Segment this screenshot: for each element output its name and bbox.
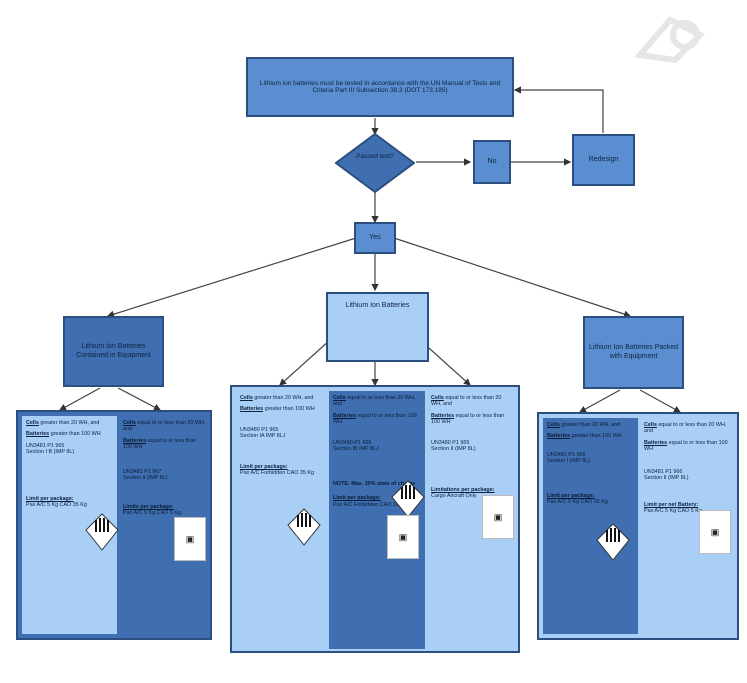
cells-title: Cells bbox=[240, 395, 253, 401]
class-text: UN3481 P1 967 Section II (IMP 8L) bbox=[123, 468, 168, 482]
center-panel: Cells greater than 20 WH, and Batteries … bbox=[230, 385, 520, 653]
branch-batteries: Lithium Ion Batteries bbox=[326, 292, 429, 362]
decision-diamond: Passed test? bbox=[334, 132, 416, 194]
class-text: UN3481 P1 965 Section I B (IMP 8L) bbox=[26, 442, 75, 456]
limits-title: Limit per package: bbox=[26, 495, 74, 502]
redesign-text: Redesign bbox=[588, 155, 619, 163]
batt-title: Batteries bbox=[26, 431, 50, 438]
batt-title: Batteries bbox=[333, 412, 357, 419]
limits-title: Limits per package: bbox=[123, 503, 174, 510]
lithium-battery-mark-icon: ▣ bbox=[482, 495, 514, 539]
no-text: No bbox=[487, 157, 497, 165]
class-9-hazard-icon bbox=[85, 513, 119, 551]
branch-center-text: Lithium Ion Batteries bbox=[345, 302, 410, 309]
watermark-logo-icon bbox=[634, 16, 706, 64]
cells-title: Cells bbox=[547, 422, 560, 428]
branch-contained-in-equipment: Lithium Ion Batteries Contained in Equip… bbox=[63, 316, 164, 387]
cells-text: equal to or less than 20 WH, and bbox=[644, 422, 727, 435]
center-col-1: Cells greater than 20 WH, and Batteries … bbox=[236, 391, 327, 649]
batt-text: equal to or less than 100 WH bbox=[333, 412, 417, 426]
cells-text: equal to or less than 20 WH, and bbox=[431, 395, 502, 408]
limits-text: Pax A/C 5 Kg CAO 35 Kg bbox=[547, 499, 608, 506]
right-col-1: Cells greater than 20 WH, and Batteries … bbox=[543, 418, 638, 634]
note-text: NOTE: Max. 30% state of charge bbox=[333, 480, 416, 487]
diamond-shape bbox=[334, 132, 416, 194]
limits-title: Limit per package: bbox=[333, 495, 381, 502]
branch-left-text: Lithium Ion Batteries Contained in Equip… bbox=[76, 343, 151, 359]
limits-title: Limit per package: bbox=[240, 463, 288, 470]
class-text: UN3481 P1 966 Section II (IMP 8L) bbox=[644, 468, 689, 482]
limits-text: Cargo Aircraft Only bbox=[431, 493, 477, 500]
cells-title: Cells bbox=[26, 420, 39, 426]
batt-title: Batteries bbox=[644, 439, 668, 446]
class-9-hazard-icon bbox=[287, 508, 321, 546]
cells-text: equal to or less than 20 WH, and bbox=[333, 395, 416, 408]
class-text: UN3480 P1 965 Section IB IMP 8LJ bbox=[333, 439, 379, 453]
lithium-battery-mark-icon: ▣ bbox=[174, 517, 206, 561]
batt-text: equal to or less than 100 WH bbox=[123, 437, 197, 451]
limits-title: Limit per package: bbox=[547, 492, 595, 499]
limits-title: Limit per net Battery: bbox=[644, 501, 699, 508]
batt-text: equal to or less than 100 WH bbox=[644, 439, 728, 453]
yes-text: Yes bbox=[369, 233, 381, 241]
class-text: UN3480 P1 965 Section II (IMP 8L) bbox=[431, 439, 476, 453]
limits-text: Pax A/C Forbidden CAO 35 Kg bbox=[240, 470, 315, 477]
class-9-hazard-icon bbox=[391, 480, 425, 518]
requirement-box: Lithium ion batteries must be tested in … bbox=[246, 57, 514, 117]
batt-text: equal to or less than 100 WH bbox=[431, 412, 505, 426]
cells-title: Cells bbox=[333, 395, 346, 401]
center-col-3: Cells equal to or less than 20 WH, and B… bbox=[427, 391, 516, 649]
left-col-2: Cells equal to or less than 20 WH, and B… bbox=[119, 416, 210, 634]
lithium-battery-mark-icon: ▣ bbox=[387, 515, 419, 559]
cells-title: Cells bbox=[644, 422, 657, 428]
batt-title: Batteries bbox=[547, 433, 571, 440]
branch-packed-with-equipment: Lithium Ion Batteries Packed with Equipm… bbox=[583, 316, 684, 389]
yes-box: Yes bbox=[354, 222, 396, 254]
requirement-text: Lithium ion batteries must be tested in … bbox=[259, 79, 501, 94]
right-col-2: Cells equal to or less than 20 WH, and B… bbox=[640, 418, 737, 634]
cells-text: equal to or less than 20 WH, and bbox=[123, 420, 206, 433]
limits-text: Pax A/C 5 Kg CAO 5 Kg bbox=[644, 508, 702, 515]
cells-text: greater than 20 WH, and bbox=[40, 420, 100, 426]
limits-text: Pax A/C Forbidden CAO 10 Kg bbox=[333, 501, 408, 508]
class-text: UN3480 P1 965 Section IA IMP 8LJ bbox=[240, 426, 286, 440]
batt-title: Batteries bbox=[431, 412, 455, 419]
class-9-hazard-icon bbox=[596, 523, 630, 561]
batt-title: Batteries bbox=[123, 437, 147, 444]
batt-title: Batteries bbox=[240, 406, 264, 413]
batt-text: greater than 100 WH bbox=[264, 406, 315, 413]
cells-text: greater than 20 WH, and bbox=[561, 422, 621, 428]
cells-title: Cells bbox=[431, 395, 444, 401]
class-text: UN3481 P1 966 Section I (IMP 8L) bbox=[547, 451, 591, 465]
redesign-box: Redesign bbox=[572, 134, 635, 186]
batt-text: greater than 100 WH bbox=[50, 431, 101, 438]
cells-title: Cells bbox=[123, 420, 136, 426]
cells-text: greater than 20 WH, and bbox=[254, 395, 314, 401]
right-panel: Cells greater than 20 WH, and Batteries … bbox=[537, 412, 739, 640]
limits-text: Pax A/C 5 Kg CAO 35 Kg bbox=[26, 502, 87, 509]
left-panel: Cells greater than 20 WH, and Batteries … bbox=[16, 410, 212, 640]
limits-text: Pax A/C 5 Kg CAO 5 Kg bbox=[123, 510, 181, 517]
no-box: No bbox=[473, 140, 511, 184]
limits-title: Limitations per package: bbox=[431, 486, 495, 493]
batt-text: greater than 100 WH bbox=[571, 433, 622, 440]
lithium-battery-mark-icon: ▣ bbox=[699, 510, 731, 554]
decision-text: Passed test? bbox=[356, 153, 394, 160]
branch-right-text: Lithium Ion Batteries Packed with Equipm… bbox=[588, 344, 679, 360]
